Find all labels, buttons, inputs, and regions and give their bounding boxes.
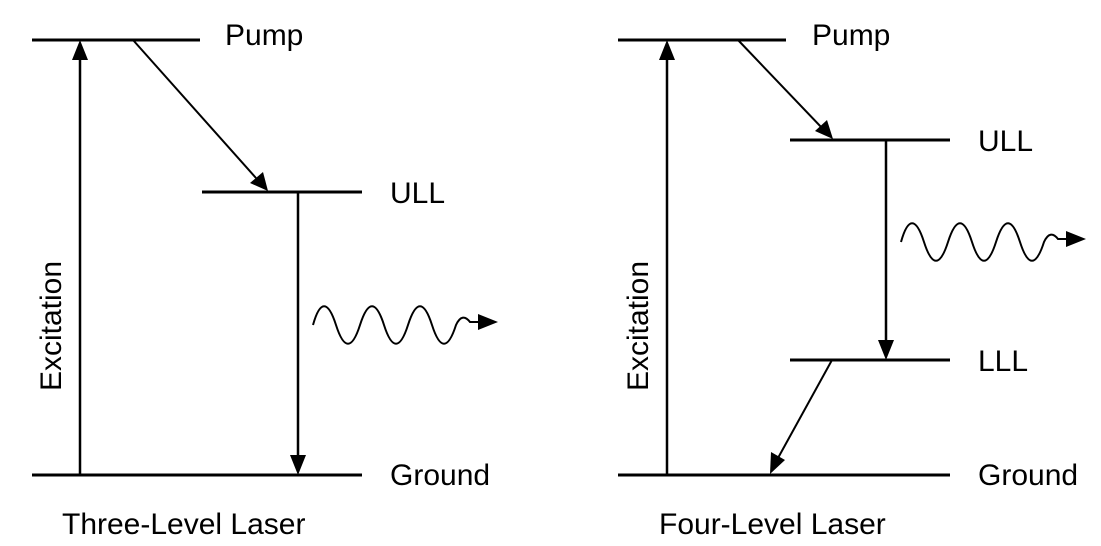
three-level-ground-label: Ground — [390, 459, 490, 492]
three-level-pump-to-ull-arrow — [132, 39, 268, 191]
four-level-lasing-arrow — [878, 140, 894, 360]
three-level-excitation-arrow — [72, 40, 88, 475]
three-level-ull-label: ULL — [390, 177, 445, 210]
four-level-excitation-arrow — [659, 40, 675, 475]
four-level-excitation-label: Excitation — [622, 261, 655, 391]
three-level-caption: Three-Level Laser — [62, 508, 305, 541]
four-level-lll-to-ground-arrow — [770, 359, 833, 474]
three-level-photon-wave-icon — [312, 305, 498, 345]
four-level-pump-to-ull-arrow — [737, 39, 833, 139]
four-level-ull-label: ULL — [978, 125, 1033, 158]
three-level-pump-label: Pump — [225, 19, 303, 52]
four-level-photon-wave-icon — [900, 222, 1086, 262]
four-level-caption: Four-Level Laser — [659, 508, 886, 541]
three-level-lasing-arrow — [290, 192, 306, 475]
four-level-laser-diagram: Pump ULL LLL Ground Excitation Four-Leve… — [618, 19, 1086, 541]
four-level-ground-label: Ground — [978, 459, 1078, 492]
four-level-lll-label: LLL — [978, 345, 1028, 378]
four-level-pump-label: Pump — [812, 19, 890, 52]
three-level-laser-diagram: Pump ULL Ground Excitation Three-Level L… — [32, 19, 498, 541]
three-level-excitation-label: Excitation — [35, 261, 68, 391]
